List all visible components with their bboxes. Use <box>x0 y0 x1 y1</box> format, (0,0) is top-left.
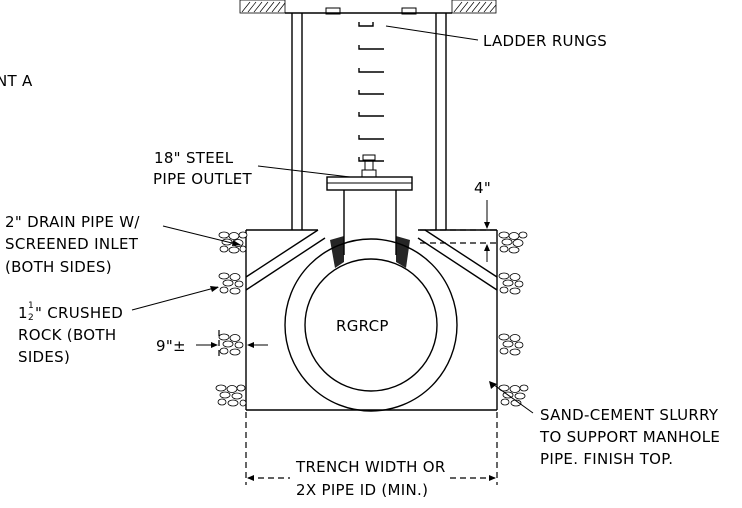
steel-pipe-outlet-label-1: 18" STEEL <box>154 149 234 167</box>
steel-pipe-outlet-label-2: PIPE OUTLET <box>153 170 253 188</box>
crushed-rock-label-3: SIDES) <box>18 348 70 366</box>
drain-pipe-label-3: (BOTH SIDES) <box>5 258 112 276</box>
leader-lines <box>131 25 534 414</box>
crushed-rock-left <box>215 231 248 407</box>
manhole-riser <box>291 13 447 230</box>
cutoff-text: NT A <box>0 72 33 90</box>
drain-pipe-label-1: 2" DRAIN PIPE W/ <box>5 213 140 231</box>
slurry-label-3: PIPE. FINISH TOP. <box>540 450 673 468</box>
crushed-rock-label-2: ROCK (BOTH <box>18 326 116 344</box>
pipe-name-label: RGRCP <box>336 317 389 335</box>
crushed-rock-right <box>498 231 529 407</box>
rgrcp-pipe <box>284 238 458 412</box>
crushed-rock-frac-den: 2 <box>28 313 34 323</box>
clearance-dimension <box>420 200 497 262</box>
ground-surface-hatch <box>239 0 497 15</box>
trench-width-label-2: 2X PIPE ID (MIN.) <box>296 481 428 499</box>
crushed-rock-size: 1 <box>18 304 28 322</box>
slurry-label-1: SAND-CEMENT SLURRY <box>540 406 719 424</box>
drain-pipe-label-2: SCREENED INLET <box>5 235 139 253</box>
trench-outline <box>245 229 498 411</box>
trench-width-dimension <box>245 412 498 485</box>
rock-width-label: 9"± <box>156 337 186 355</box>
ladder-rungs-label: LADDER RUNGS <box>483 32 607 50</box>
crushed-rock-label-1: " CRUSHED <box>35 304 123 322</box>
slurry-label-2: TO SUPPORT MANHOLE <box>539 428 720 446</box>
trench-width-label-1: TRENCH WIDTH OR <box>295 458 446 476</box>
rock-width-dimension <box>196 330 268 360</box>
drain-pipes <box>245 229 498 291</box>
steel-pipe-outlet <box>326 154 413 255</box>
slurry-hatch <box>330 236 410 268</box>
crushed-rock-frac-num: 1 <box>28 301 34 311</box>
clearance-label: 4" <box>474 179 491 197</box>
ladder-rungs <box>358 22 384 162</box>
